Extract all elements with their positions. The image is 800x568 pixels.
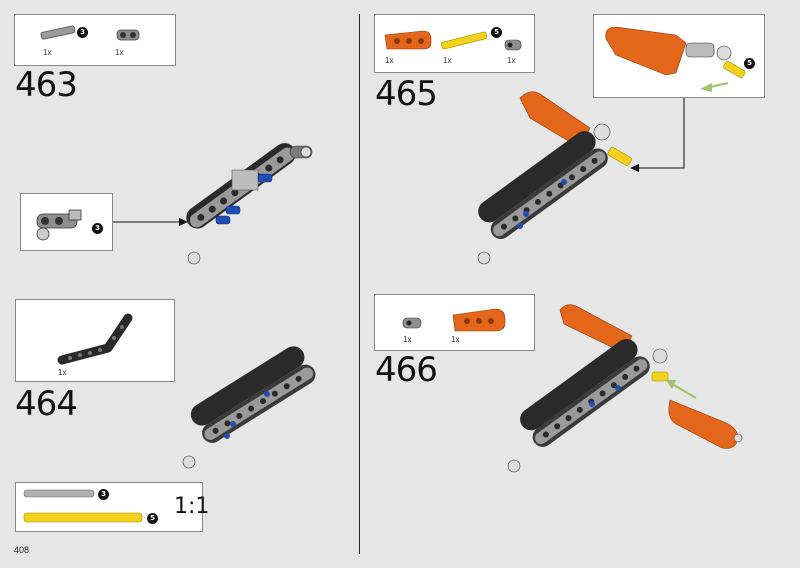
part-qty: 1x [115, 48, 124, 57]
part-qty: 1x [403, 335, 412, 344]
subassembly-callout-465: 5 [593, 14, 765, 98]
callout-arrow [113, 218, 188, 226]
scale-ratio: 1:1 [174, 494, 210, 519]
grey-axle-scale-image [23, 489, 95, 498]
step-number: 463 [15, 65, 78, 105]
model-assembly-464 [182, 346, 316, 469]
parts-list-466: 1x 1x [374, 294, 535, 351]
part-qty: 1x [507, 56, 516, 65]
parts-list-464: 1x [15, 299, 175, 382]
page-number: 408 [14, 545, 30, 555]
bent-beam-part-image [57, 313, 133, 365]
orange-panel-part-image [452, 308, 506, 332]
subassembly-image [36, 209, 82, 241]
yellow-axle-part-image [441, 31, 488, 50]
axle-part-image [40, 25, 76, 40]
length-badge-grey: 3 [98, 489, 109, 500]
length-badge: 3 [77, 27, 88, 38]
length-badge: 5 [491, 27, 502, 38]
model-assembly-465 [477, 91, 632, 265]
step-number: 464 [15, 384, 78, 424]
connector-part-image [116, 29, 140, 41]
orange-panel-part-image [384, 30, 432, 50]
parts-list-465: 1x 5 1x 1x [374, 14, 535, 73]
subassembly-callout-463: 3 [20, 193, 113, 251]
step-number: 465 [375, 74, 438, 114]
connector-part-image [504, 39, 522, 51]
connector-part-image [402, 317, 422, 329]
subassembly-image [605, 26, 746, 92]
quantity-badge: 5 [744, 58, 755, 69]
model-assembly-463 [186, 143, 313, 265]
part-qty: 1x [443, 56, 452, 65]
scale-reference-box: 3 5 1:1 [15, 482, 209, 532]
callout-arrow [630, 98, 685, 172]
part-qty: 1x [451, 335, 460, 344]
parts-list-463: 3 1x 1x [14, 14, 176, 66]
length-badge-yellow: 5 [147, 513, 158, 524]
part-qty: 1x [43, 48, 52, 57]
part-qty: 1x [385, 56, 394, 65]
quantity-badge: 3 [92, 223, 103, 234]
yellow-axle-scale-image [23, 512, 143, 523]
part-qty: 1x [58, 368, 67, 377]
center-divider [359, 14, 360, 554]
model-assembly-466 [507, 304, 743, 473]
step-number: 466 [375, 350, 438, 390]
